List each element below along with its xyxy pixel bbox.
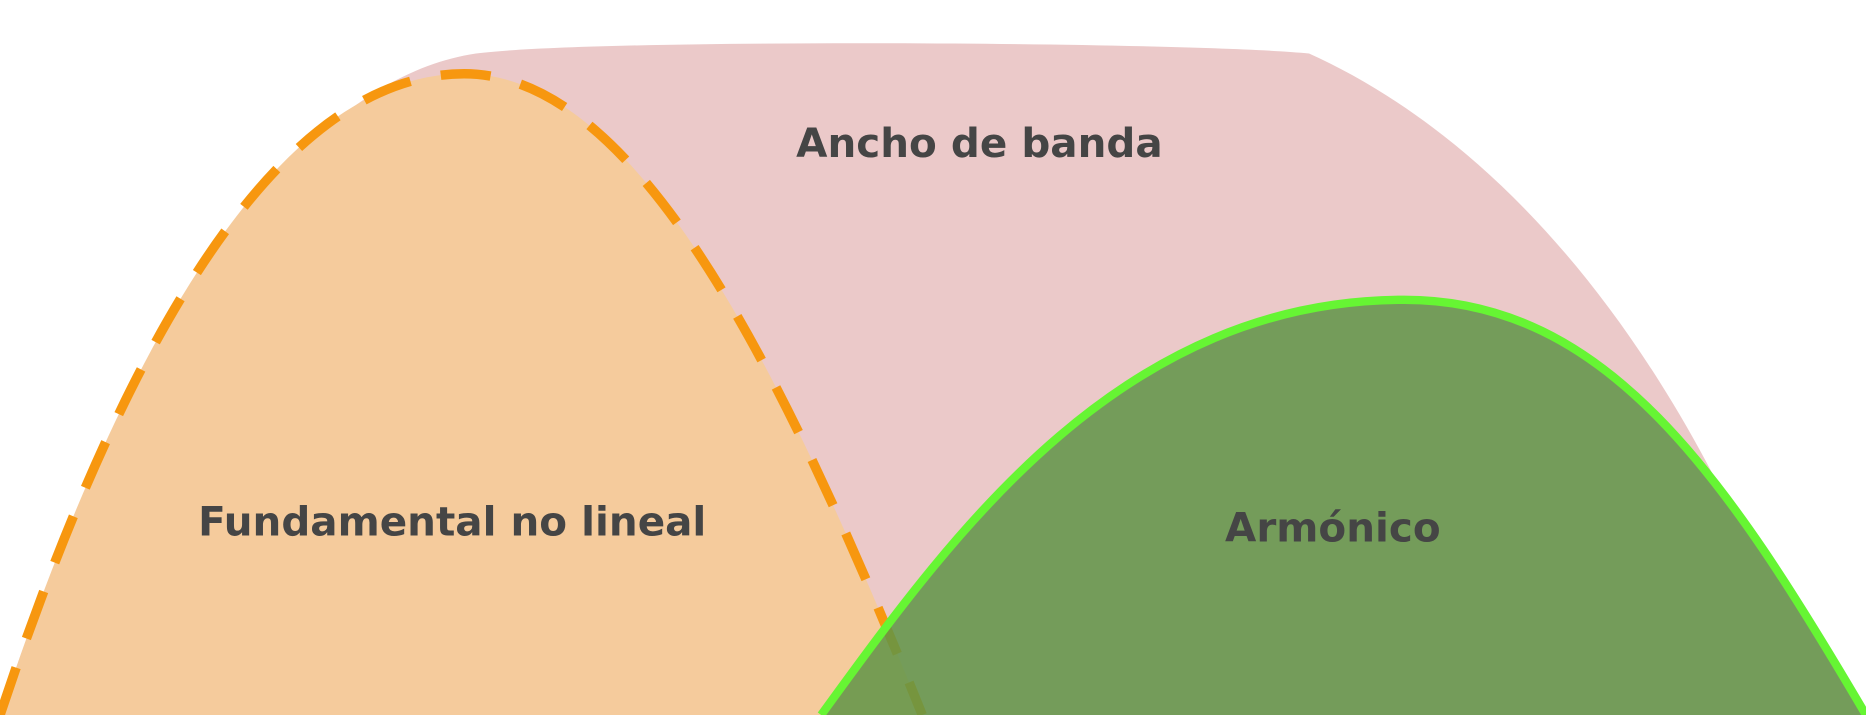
- bandwidth-label: Ancho de banda: [796, 119, 1162, 167]
- harmonic-label: Armónico: [1225, 503, 1441, 551]
- harmonic-region: [817, 295, 1866, 715]
- fundamental-label: Fundamental no lineal: [198, 497, 706, 545]
- fundamental-region: [0, 69, 927, 715]
